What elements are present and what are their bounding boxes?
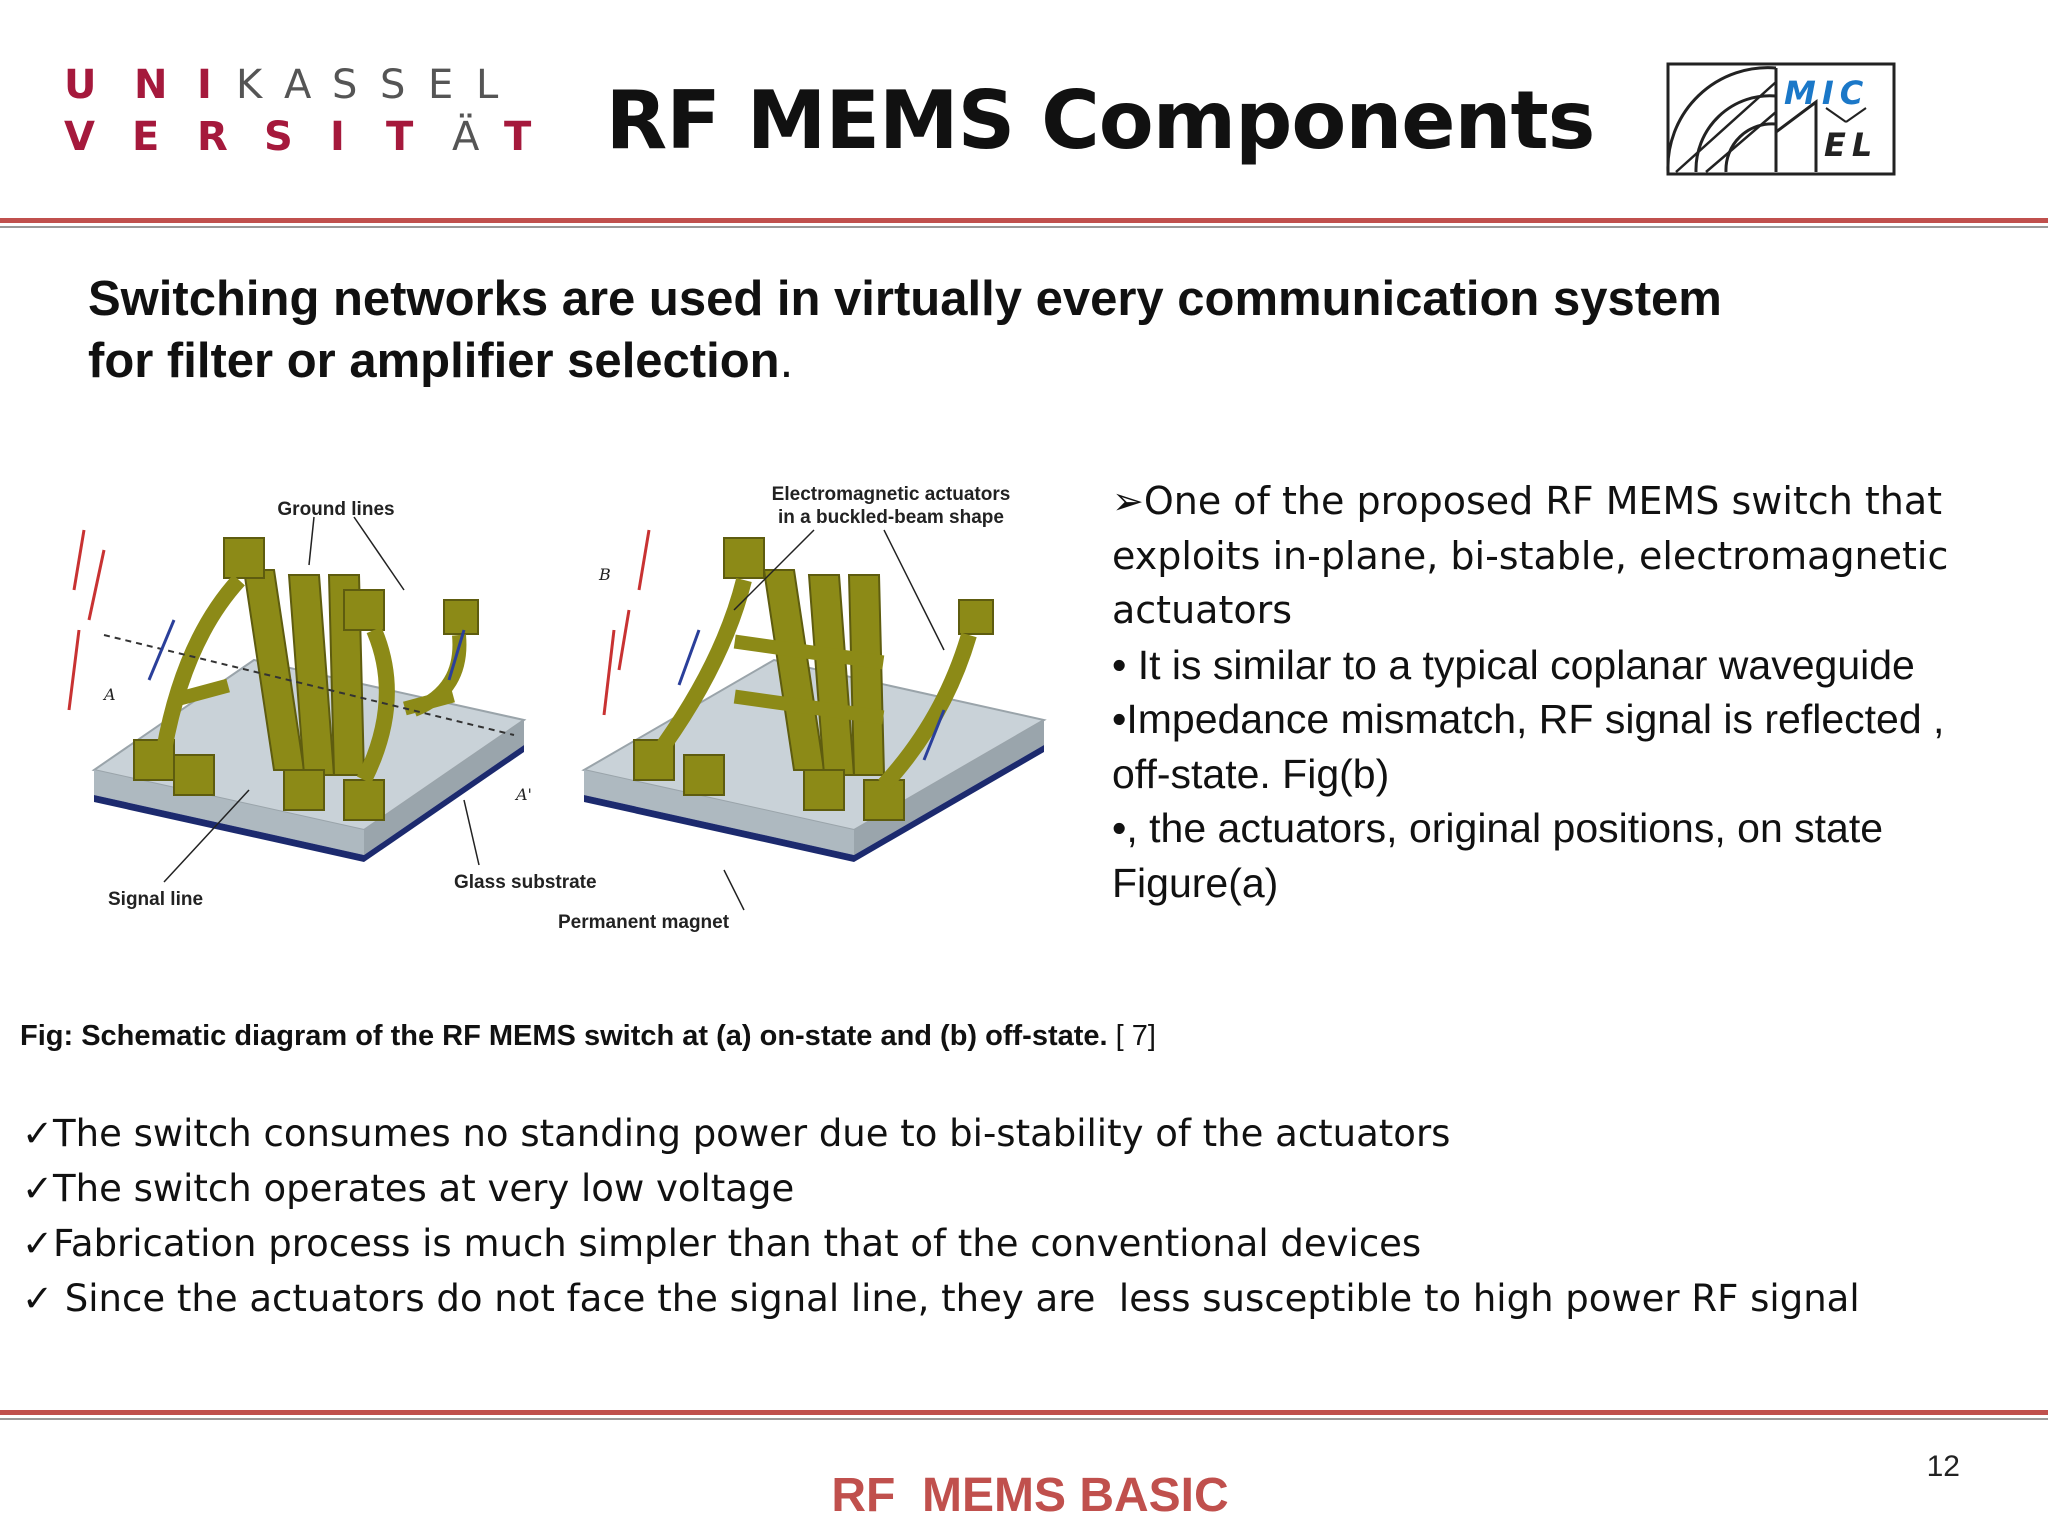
logo-letter: Ä [452, 114, 480, 160]
logo-letter: L [476, 62, 499, 108]
label-ground-lines: Ground lines [277, 499, 394, 520]
logo-letter: A [284, 62, 312, 108]
check-item: ✓The switch consumes no standing power d… [22, 1106, 2002, 1161]
check-icon: ✓ [22, 1112, 54, 1155]
bullet-text: It is similar to a typical coplanar wave… [1137, 641, 1915, 688]
check-icon: ✓ [22, 1222, 54, 1265]
label-signal-line: Signal line [108, 889, 203, 910]
logo-letter: N [134, 62, 168, 108]
logo-letter: S [264, 114, 293, 160]
bullet-marker: ➢ [1112, 479, 1144, 523]
university-logo: U N I K A S S E L V E R S I T Ä T [64, 62, 531, 166]
header-rule-thin [0, 226, 2048, 228]
check-text: The switch operates at very low voltage [53, 1167, 795, 1210]
bullet-text: , the actuators, original positions, on … [1112, 805, 1884, 906]
logo-letter: S [380, 62, 406, 108]
logo-letter: I [197, 62, 212, 108]
intro-text: Switching networks are used in virtually… [88, 268, 1948, 392]
checklist: ✓The switch consumes no standing power d… [22, 1106, 2002, 1326]
footer-title: RF MEMS BASIC [831, 1469, 1229, 1522]
caption-reference: [ 7] [1115, 1020, 1156, 1052]
intro-line-1: Switching networks are used in virtually… [88, 272, 1722, 326]
bullet-text: One of the proposed RF MEMS switch that … [1112, 479, 1949, 632]
intro-line-2-text: for filter or amplifier selection [88, 334, 780, 388]
check-icon: ✓ [22, 1167, 54, 1210]
logo-letter: I [330, 114, 345, 160]
caption-text: Fig: Schematic diagram of the RF MEMS sw… [20, 1020, 1108, 1052]
header-rule [0, 218, 2048, 223]
logo-row-2: V E R S I T Ä T [64, 114, 531, 166]
logo-letter: S [332, 62, 358, 108]
check-item: ✓ Since the actuators do not face the si… [22, 1271, 2002, 1326]
label-em-actuators-2: in a buckled-beam shape [778, 507, 1004, 528]
page-number: 12 [1926, 1450, 1960, 1483]
logo-letter: E [132, 114, 160, 160]
switch-b-diagram: Electromagnetic actuators in a buckled-b… [558, 484, 1047, 933]
label-permanent-magnet: Permanent magnet [558, 912, 730, 933]
logo-letter: V [64, 114, 95, 160]
label-em-actuators-1: Electromagnetic actuators [772, 484, 1011, 505]
label-glass-substrate: Glass substrate [454, 872, 597, 893]
bullet-item: ➢One of the proposed RF MEMS switch that… [1112, 474, 2012, 638]
check-item: ✓The switch operates at very low voltage [22, 1161, 2002, 1216]
check-icon: ✓ [22, 1277, 54, 1320]
footer-rule-thin [0, 1418, 2048, 1420]
intro-line-2: for filter or amplifier selection. [88, 330, 1948, 392]
bullet-marker: • [1112, 696, 1127, 742]
bullet-item: • It is similar to a typical coplanar wa… [1112, 638, 2012, 693]
check-item: ✓Fabrication process is much simpler tha… [22, 1216, 2002, 1271]
logo-letter: T [386, 114, 414, 160]
logo-letter: T [504, 114, 532, 160]
check-text: Since the actuators do not face the sign… [53, 1277, 1860, 1320]
micel-top: MIC [1784, 74, 1869, 112]
bullet-item: •Impedance mismatch, RF signal is reflec… [1112, 692, 2012, 801]
micel-logo: MIC EL [1666, 62, 1896, 176]
switch-schematic-figure: Ground lines Signal line Glass substrate… [67, 484, 1047, 933]
bullet-marker: • [1112, 641, 1138, 688]
bullet-item: •, the actuators, original positions, on… [1112, 801, 2012, 910]
label-a: A [102, 685, 116, 704]
label-b: B [598, 565, 611, 584]
figure-caption: Fig: Schematic diagram of the RF MEMS sw… [20, 1020, 1420, 1053]
intro-period: . [779, 334, 794, 388]
logo-letter: K [236, 62, 263, 108]
logo-letter: R [197, 114, 228, 160]
switch-a-diagram: Ground lines Signal line Glass substrate… [67, 499, 597, 910]
check-text: Fabrication process is much simpler than… [53, 1222, 1422, 1265]
footer-rule [0, 1410, 2048, 1415]
logo-row-1: U N I K A S S E L [64, 62, 524, 114]
logo-letter: E [428, 62, 454, 108]
bullet-marker: • [1112, 805, 1127, 851]
label-a-prime: A' [514, 785, 532, 804]
slide-title: RF MEMS Components [605, 74, 1596, 167]
bullet-list: ➢One of the proposed RF MEMS switch that… [1112, 474, 2012, 910]
check-text: The switch consumes no standing power du… [53, 1112, 1451, 1155]
logo-letter: U [64, 62, 97, 108]
micel-bottom: EL [1824, 126, 1878, 164]
bullet-text: Impedance mismatch, RF signal is reflect… [1112, 696, 1945, 797]
